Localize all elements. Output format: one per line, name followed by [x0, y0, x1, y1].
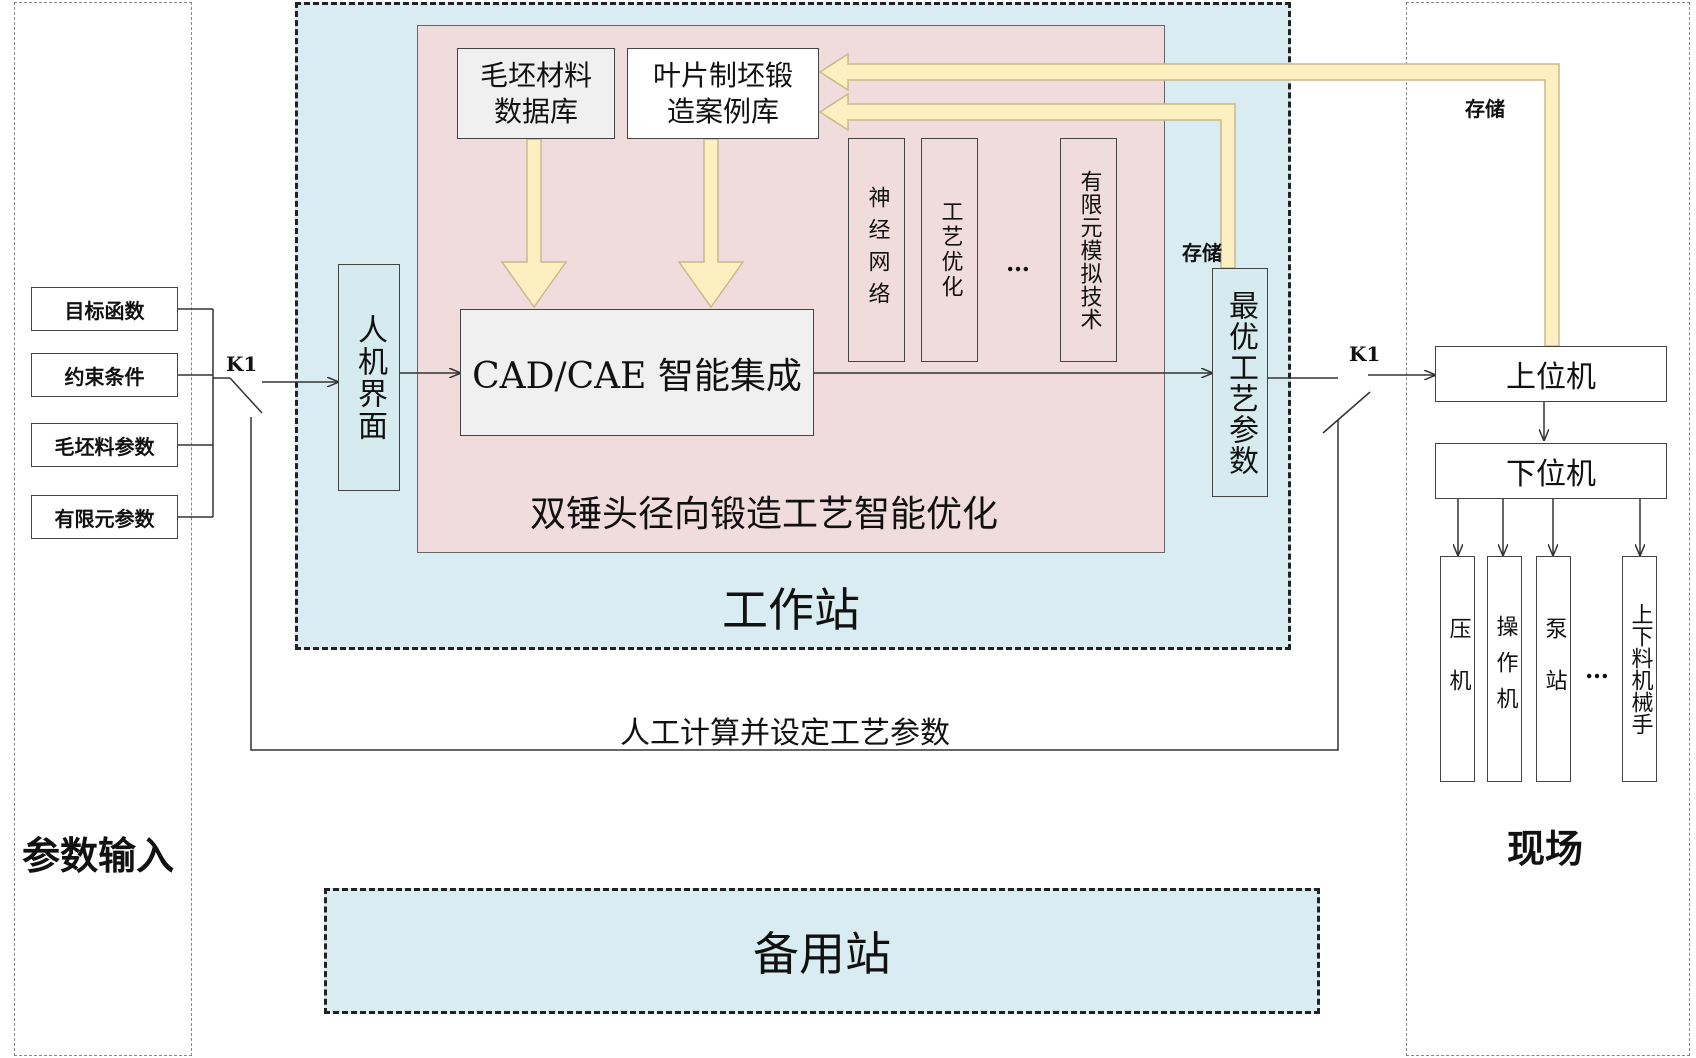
cad-cae-integration-box: CAD/CAE 智能集成	[460, 309, 814, 436]
device-loading-robot: 上下料机械手	[1622, 556, 1657, 782]
store-label-outer: 存储	[1465, 97, 1505, 121]
tech-ellipsis: …	[1006, 248, 1030, 277]
input-item-blank-params: 毛坯料参数	[31, 423, 178, 467]
tech-neural-network: 神经网络	[848, 138, 905, 362]
backup-station-title: 备用站	[753, 927, 891, 981]
device-manipulator: 操作机	[1487, 556, 1522, 782]
workstation-title: 工作站	[722, 583, 860, 637]
tech-fem-simulation: 有限元模拟技术	[1060, 138, 1117, 362]
device-pump-station: 泵站	[1536, 556, 1571, 782]
input-item-objective: 目标函数	[31, 287, 178, 331]
store-upper-to-case-db-arrow	[818, 52, 1560, 347]
tech-process-optimization: 工艺优化	[921, 138, 978, 362]
backup-station: 备用站	[324, 888, 1320, 1014]
lower-to-devices-arrows	[1458, 498, 1640, 555]
param-input-title: 参数输入	[22, 833, 175, 878]
input-bracket	[178, 308, 263, 518]
store-to-case-db-arrow	[818, 92, 1236, 269]
manual-bypass-line	[250, 417, 1339, 751]
input-item-fem-params: 有限元参数	[31, 495, 178, 539]
manual-path-label: 人工计算并设定工艺参数	[620, 716, 950, 751]
field-panel	[1406, 2, 1690, 1056]
core-panel-title: 双锤头径向锻造工艺智能优化	[530, 494, 999, 535]
device-press: 压机	[1440, 556, 1475, 782]
input-item-constraints: 约束条件	[31, 353, 178, 397]
field-title: 现场	[1507, 826, 1584, 871]
optimal-params-box: 最优工艺参数	[1212, 268, 1268, 497]
case-database-box: 叶片制坯锻造案例库	[627, 48, 819, 139]
case-db-down-arrow	[677, 138, 745, 309]
left-switch-label: K1	[226, 352, 258, 376]
hmi-box: 人机界面	[338, 264, 400, 491]
device-ellipsis: …	[1585, 655, 1609, 684]
material-database-box: 毛坯材料数据库	[457, 48, 615, 139]
param-input-panel	[14, 2, 192, 1056]
right-switch-blade	[1322, 391, 1371, 434]
upper-computer-box: 上位机	[1435, 346, 1667, 402]
right-switch-label: K1	[1349, 342, 1381, 366]
material-db-down-arrow	[500, 138, 568, 309]
lower-computer-box: 下位机	[1435, 443, 1667, 499]
store-label-inner: 存储	[1182, 241, 1222, 265]
